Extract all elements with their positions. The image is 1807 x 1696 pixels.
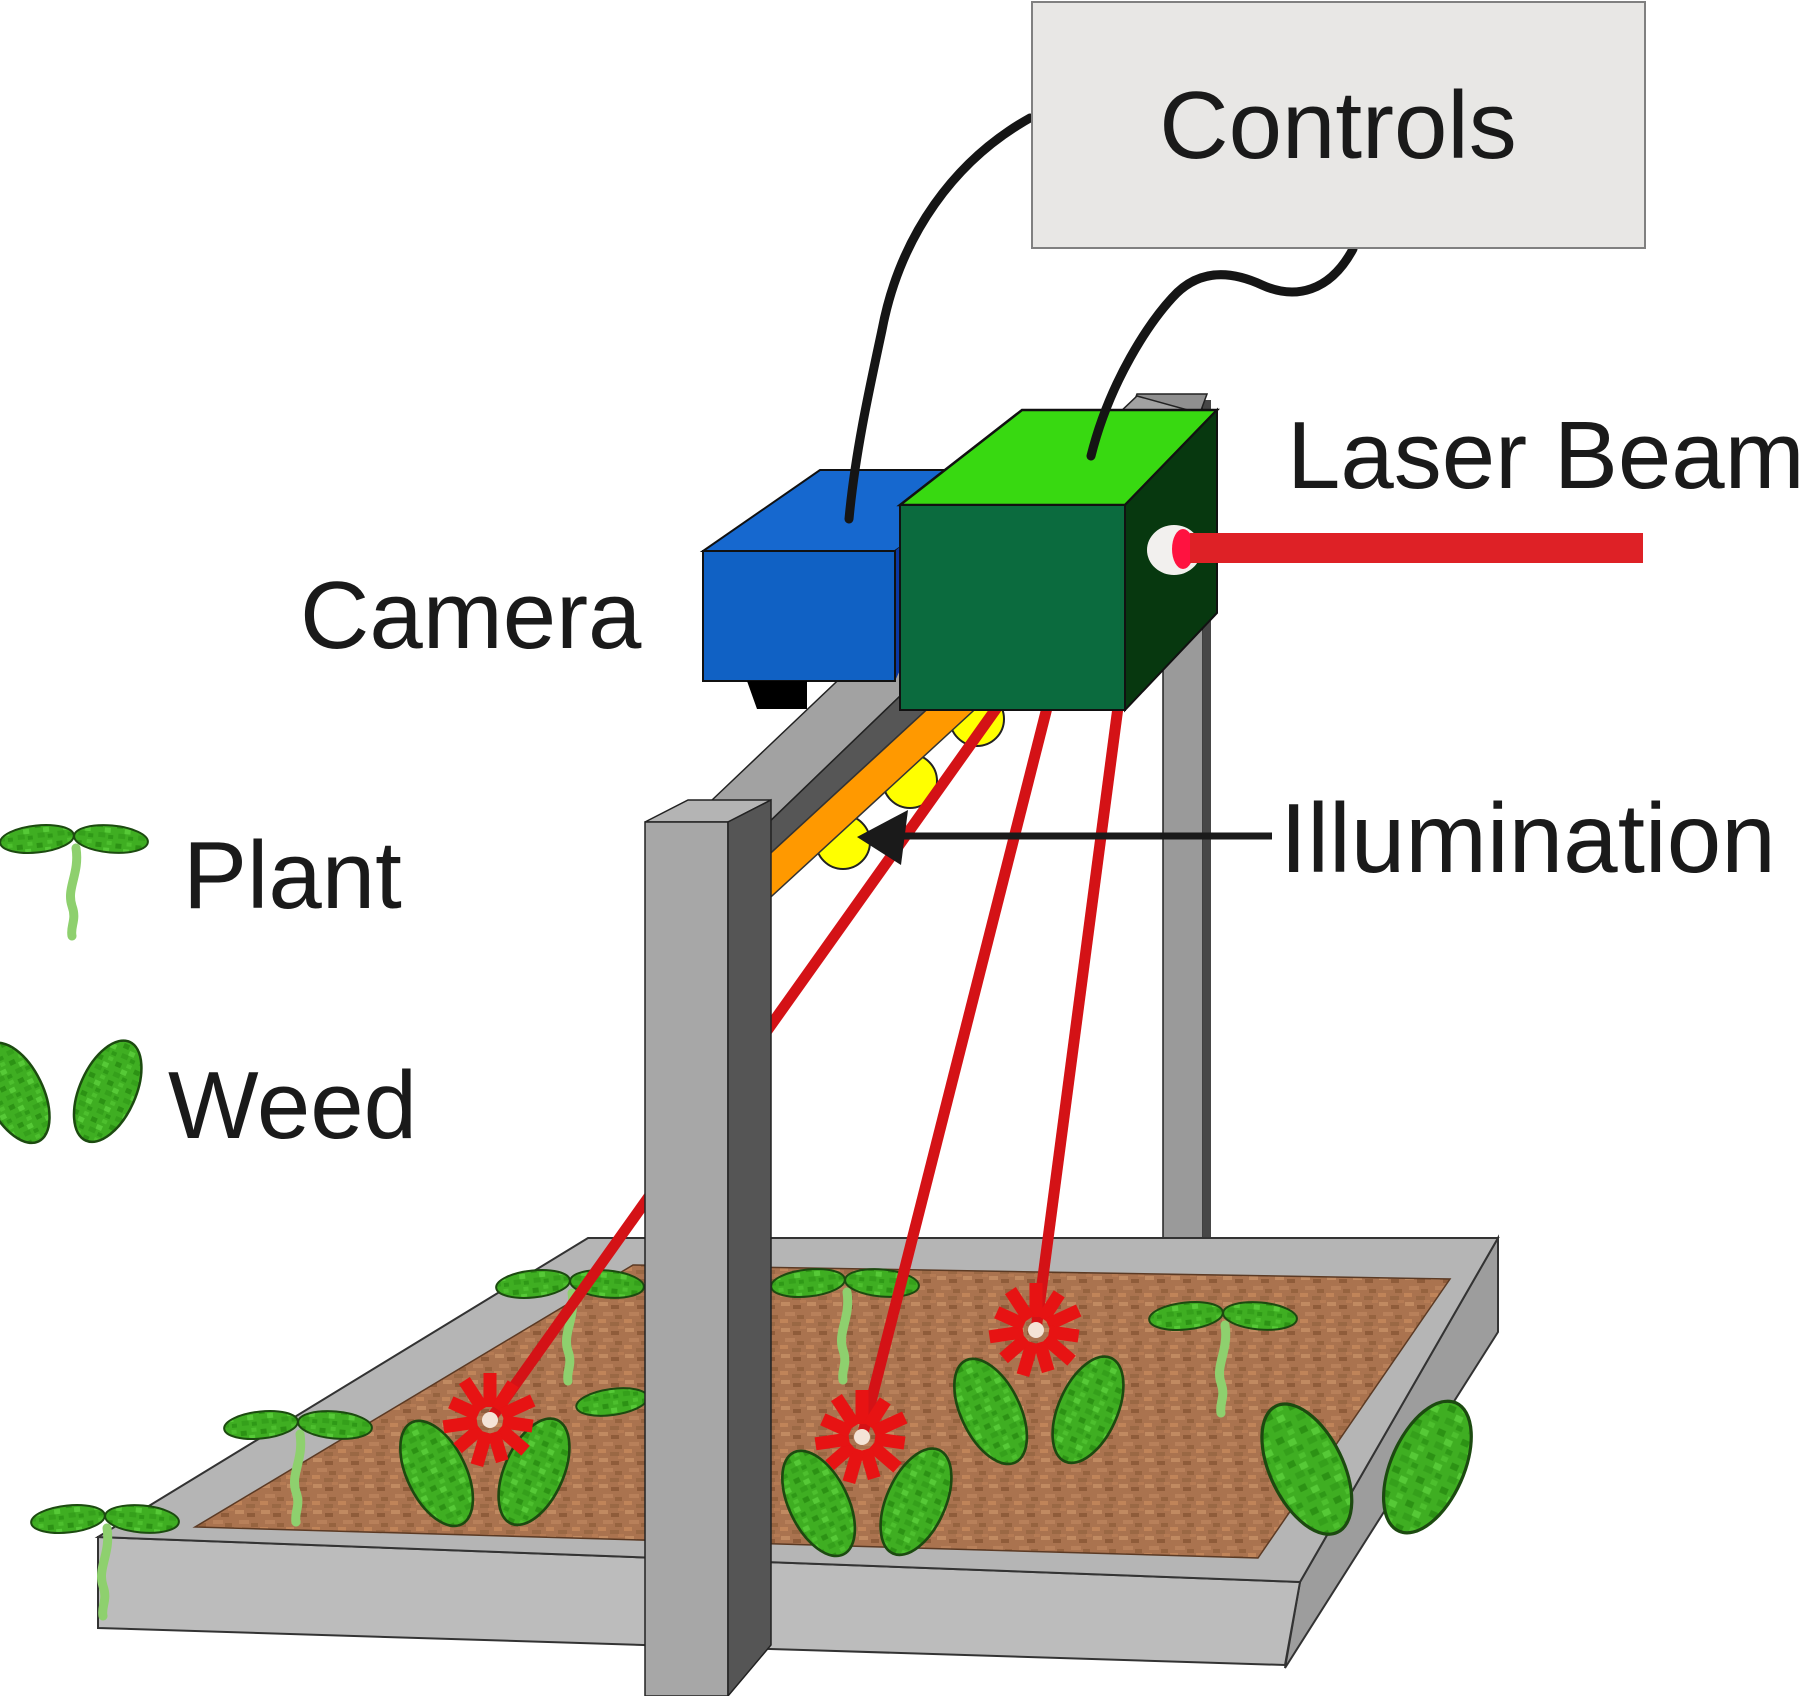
front-post <box>644 798 772 1696</box>
camera-front <box>702 550 896 682</box>
control-cables <box>844 113 1358 524</box>
illumination-arrowhead-icon <box>857 810 908 865</box>
camera-label: Camera <box>300 562 642 669</box>
front-post-front <box>644 821 729 1696</box>
main-laser-beam <box>1190 533 1643 563</box>
laser-box-front <box>899 504 1126 711</box>
front-post-side <box>727 798 772 1696</box>
laser-emitter-icon <box>1172 529 1194 569</box>
cable-to-laser <box>1086 244 1358 461</box>
laser-beam-label: Laser Beam <box>1287 402 1805 509</box>
plant-legend-label: Plant <box>183 822 402 929</box>
laser-beam-line <box>1030 691 1126 1331</box>
weed-legend-icon <box>0 1029 157 1155</box>
annotations: Camera Laser Beam Illumination <box>300 402 1805 893</box>
rear-post-side <box>1203 400 1211 1238</box>
controls-box: Controls <box>1031 1 1646 249</box>
laser-unit <box>896 407 1643 713</box>
controls-label: Controls <box>1159 72 1516 179</box>
camera-lens-icon <box>747 681 807 709</box>
illumination-label: Illumination <box>1280 783 1776 893</box>
controls-box-frame <box>1031 1 1646 249</box>
legend: Plant Weed <box>0 822 417 1159</box>
weed-legend-label: Weed <box>168 1052 417 1159</box>
cable-to-camera <box>844 113 1035 524</box>
laser-beam-line <box>856 690 1057 1439</box>
plant-legend-icon <box>0 822 149 936</box>
